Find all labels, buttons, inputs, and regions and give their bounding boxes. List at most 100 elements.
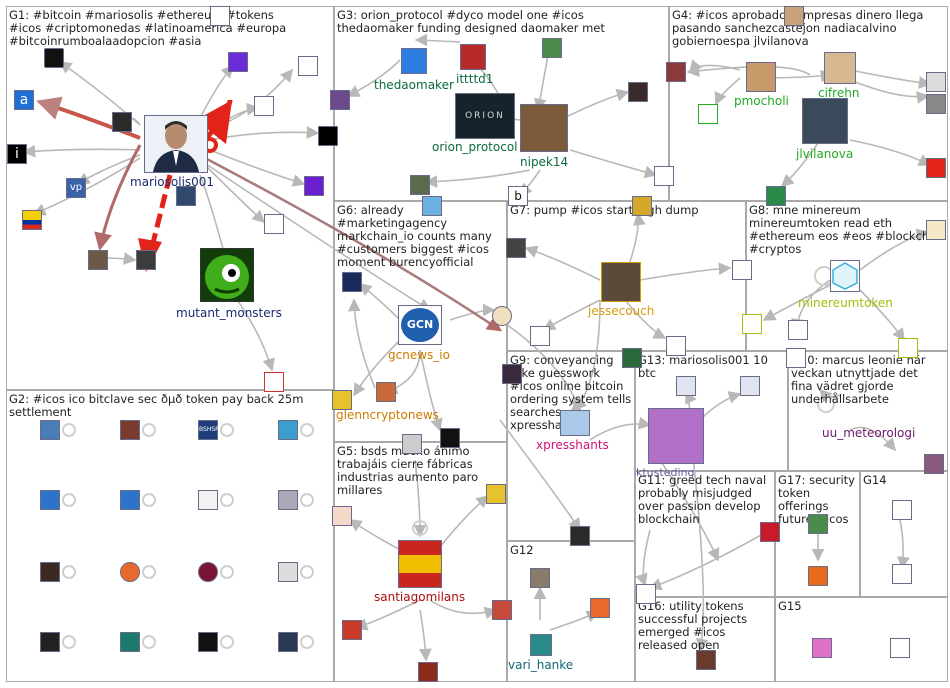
node-g4-person-avatar[interactable] bbox=[666, 62, 686, 82]
node-mariosolis001-avatar[interactable] bbox=[144, 115, 208, 173]
node-jessecouch-avatar[interactable] bbox=[601, 262, 641, 302]
node-orion-protocol-avatar[interactable]: ORION bbox=[455, 93, 515, 139]
node-pmocholi-avatar[interactable] bbox=[746, 62, 776, 92]
node-g3-person-avatar[interactable] bbox=[542, 38, 562, 58]
node-g13-person-2-avatar[interactable] bbox=[740, 376, 760, 396]
node-g15-avatar[interactable] bbox=[890, 638, 910, 658]
node-g7-cat-avatar[interactable] bbox=[732, 260, 752, 280]
g2-node-avatar[interactable] bbox=[278, 562, 298, 582]
node-dots-avatar[interactable] bbox=[318, 126, 338, 146]
g2-node-avatar[interactable]: BSHSR bbox=[198, 420, 218, 440]
node-g3-b-logo-avatar[interactable]: b bbox=[508, 186, 528, 206]
node-g9-logo-avatar[interactable] bbox=[622, 348, 642, 368]
node-g5-map-avatar[interactable] bbox=[492, 600, 512, 620]
node-g8-broken-avatar[interactable] bbox=[742, 314, 762, 334]
node-g8-doc-avatar[interactable] bbox=[788, 320, 808, 340]
node-g6-logo-avatar[interactable] bbox=[332, 390, 352, 410]
node-glenncryptonews-avatar[interactable] bbox=[376, 382, 396, 402]
node-i-logo-avatar[interactable]: i bbox=[7, 144, 27, 164]
node-g10-doc-avatar[interactable] bbox=[786, 348, 806, 368]
node-g4-person-2-avatar[interactable] bbox=[784, 6, 804, 26]
node-g3-pattern-avatar[interactable] bbox=[330, 90, 350, 110]
node-pyramid-avatar[interactable] bbox=[210, 6, 230, 26]
node-a-logo-avatar[interactable]: a bbox=[14, 90, 34, 110]
node-g4-person-4-avatar[interactable] bbox=[926, 94, 946, 114]
node-ittttd1-avatar[interactable] bbox=[460, 44, 486, 70]
node-g5-person-avatar[interactable] bbox=[418, 662, 438, 682]
node-g6-coin-avatar[interactable] bbox=[492, 306, 512, 326]
node-g4-chart-avatar[interactable] bbox=[766, 186, 786, 206]
g2-node-avatar[interactable] bbox=[120, 420, 140, 440]
node-nipek14-avatar[interactable] bbox=[520, 104, 568, 152]
node-watch-avatar[interactable] bbox=[44, 48, 64, 68]
node-person-1-avatar[interactable] bbox=[88, 250, 108, 270]
node-mutant-monsters-avatar[interactable] bbox=[200, 248, 254, 302]
node-uc-logo-avatar[interactable] bbox=[264, 214, 284, 234]
node-g4-santander-avatar[interactable] bbox=[926, 158, 946, 178]
node-g3-red-avatar[interactable] bbox=[654, 166, 674, 186]
node-jlvilanova-avatar[interactable] bbox=[802, 98, 848, 144]
node-g7-bird-avatar[interactable] bbox=[530, 326, 550, 346]
node-g6-b-avatar[interactable] bbox=[440, 428, 460, 448]
node-g11-logo-avatar[interactable] bbox=[760, 522, 780, 542]
node-minereumtoken-avatar[interactable] bbox=[830, 260, 860, 292]
node-g8-person-avatar[interactable] bbox=[926, 220, 946, 240]
g2-node-avatar[interactable] bbox=[40, 490, 60, 510]
node-g6-globe-avatar[interactable] bbox=[342, 272, 362, 292]
node-gcnews-io-avatar[interactable]: GCN bbox=[398, 305, 442, 345]
node-g15-logo-avatar[interactable] bbox=[812, 638, 832, 658]
node-g14-bird-avatar[interactable] bbox=[892, 564, 912, 584]
node-g12-person-avatar[interactable] bbox=[530, 568, 550, 588]
g2-node-avatar[interactable] bbox=[120, 562, 140, 582]
node-ecuador-flag-avatar[interactable] bbox=[22, 210, 42, 230]
node-g4-broken-avatar[interactable] bbox=[698, 104, 718, 124]
node-g3-logo-avatar[interactable] bbox=[628, 82, 648, 102]
node-g7-raccoon-avatar[interactable] bbox=[666, 336, 686, 356]
g2-node-avatar[interactable] bbox=[198, 562, 218, 582]
node-vp-avatar[interactable]: vp bbox=[66, 178, 86, 198]
node-g5-flag-avatar[interactable] bbox=[342, 620, 362, 640]
node-icon-arrows-avatar[interactable] bbox=[298, 56, 318, 76]
node-person-3-avatar[interactable] bbox=[176, 186, 196, 206]
node-g5-figure-avatar[interactable] bbox=[486, 484, 506, 504]
g2-node-avatar[interactable] bbox=[198, 490, 218, 510]
g2-node-avatar[interactable] bbox=[278, 490, 298, 510]
node-person-2-avatar[interactable] bbox=[136, 250, 156, 270]
node-thedaomaker-avatar[interactable] bbox=[401, 48, 427, 74]
node-xpresshants-avatar[interactable] bbox=[560, 410, 590, 436]
g2-node-avatar[interactable] bbox=[40, 632, 60, 652]
node-g5-people-avatar[interactable] bbox=[332, 506, 352, 526]
g2-node-avatar[interactable] bbox=[120, 490, 140, 510]
node-g4-person-3-avatar[interactable] bbox=[926, 72, 946, 92]
node-forbes-avatar[interactable] bbox=[112, 112, 132, 132]
node-g8-broken-2-avatar[interactable] bbox=[898, 338, 918, 358]
g2-node-avatar[interactable] bbox=[278, 632, 298, 652]
g2-node-avatar[interactable] bbox=[40, 562, 60, 582]
node-g5-doc-avatar[interactable] bbox=[402, 434, 422, 454]
node-g17-person-avatar[interactable] bbox=[808, 514, 828, 534]
node-g16-broken-avatar[interactable] bbox=[636, 584, 656, 604]
node-purple-logo-2-avatar[interactable] bbox=[304, 176, 324, 196]
node-cifrehn-avatar[interactable] bbox=[824, 52, 856, 84]
node-g13-flowers-avatar[interactable] bbox=[648, 408, 704, 464]
node-logo-purple-avatar[interactable] bbox=[228, 52, 248, 72]
node-g13-person-avatar[interactable] bbox=[676, 376, 696, 396]
node-g9-dark-avatar[interactable] bbox=[502, 364, 522, 384]
node-g9-person-avatar[interactable] bbox=[570, 526, 590, 546]
node-g17-sunset-avatar[interactable] bbox=[808, 566, 828, 586]
node-g7-person-avatar[interactable] bbox=[506, 238, 526, 258]
node-vari-hanke-avatar[interactable] bbox=[530, 634, 552, 656]
node-broken-image-avatar[interactable] bbox=[264, 372, 284, 392]
g2-node-avatar[interactable] bbox=[198, 632, 218, 652]
node-g3-blue-avatar[interactable] bbox=[422, 196, 442, 216]
node-g10-person-avatar[interactable] bbox=[924, 454, 944, 474]
node-g12-logo-avatar[interactable] bbox=[590, 598, 610, 618]
node-g3-person-2-avatar[interactable] bbox=[410, 175, 430, 195]
node-g16-person-avatar[interactable] bbox=[696, 650, 716, 670]
g2-node-avatar[interactable] bbox=[278, 420, 298, 440]
node-g14-logo-avatar[interactable] bbox=[892, 500, 912, 520]
g2-node-avatar[interactable] bbox=[120, 632, 140, 652]
node-g3-item-avatar[interactable] bbox=[632, 196, 652, 216]
node-figure-avatar[interactable] bbox=[254, 96, 274, 116]
g2-node-avatar[interactable] bbox=[40, 420, 60, 440]
